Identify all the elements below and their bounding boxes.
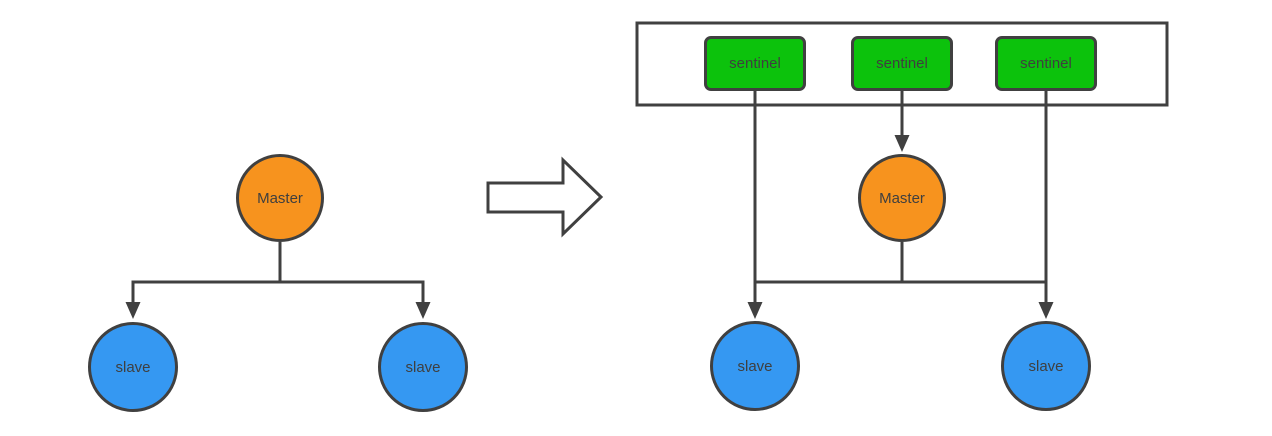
right-slave1-label: slave xyxy=(737,357,773,375)
left-master-node: Master xyxy=(236,154,324,242)
sentinel1-node: sentinel xyxy=(704,36,806,91)
transform-arrow-icon xyxy=(486,156,604,238)
right-master-label: Master xyxy=(879,189,925,207)
left-slave2-node: slave xyxy=(378,322,468,412)
right-master-node: Master xyxy=(858,154,946,242)
sentinel2-label: sentinel xyxy=(876,55,928,72)
left-slave2-label: slave xyxy=(405,358,441,376)
left-slave1-arrowhead-icon xyxy=(125,302,141,319)
sentinel3-label: sentinel xyxy=(1020,55,1072,72)
left-master-label: Master xyxy=(257,189,303,207)
right-slave2-node: slave xyxy=(1001,321,1091,411)
right-slave1-arrowhead-icon xyxy=(747,302,763,319)
sentinel1-label: sentinel xyxy=(729,55,781,72)
left-slave1-label: slave xyxy=(115,358,151,376)
sentinel2-node: sentinel xyxy=(851,36,953,91)
left-slave1-node: slave xyxy=(88,322,178,412)
right-slave2-label: slave xyxy=(1028,357,1064,375)
right-master-arrowhead-icon xyxy=(894,135,910,152)
left-slave2-arrowhead-icon xyxy=(415,302,431,319)
right-slave2-arrowhead-icon xyxy=(1038,302,1054,319)
sentinel3-node: sentinel xyxy=(995,36,1097,91)
right-slave1-node: slave xyxy=(710,321,800,411)
